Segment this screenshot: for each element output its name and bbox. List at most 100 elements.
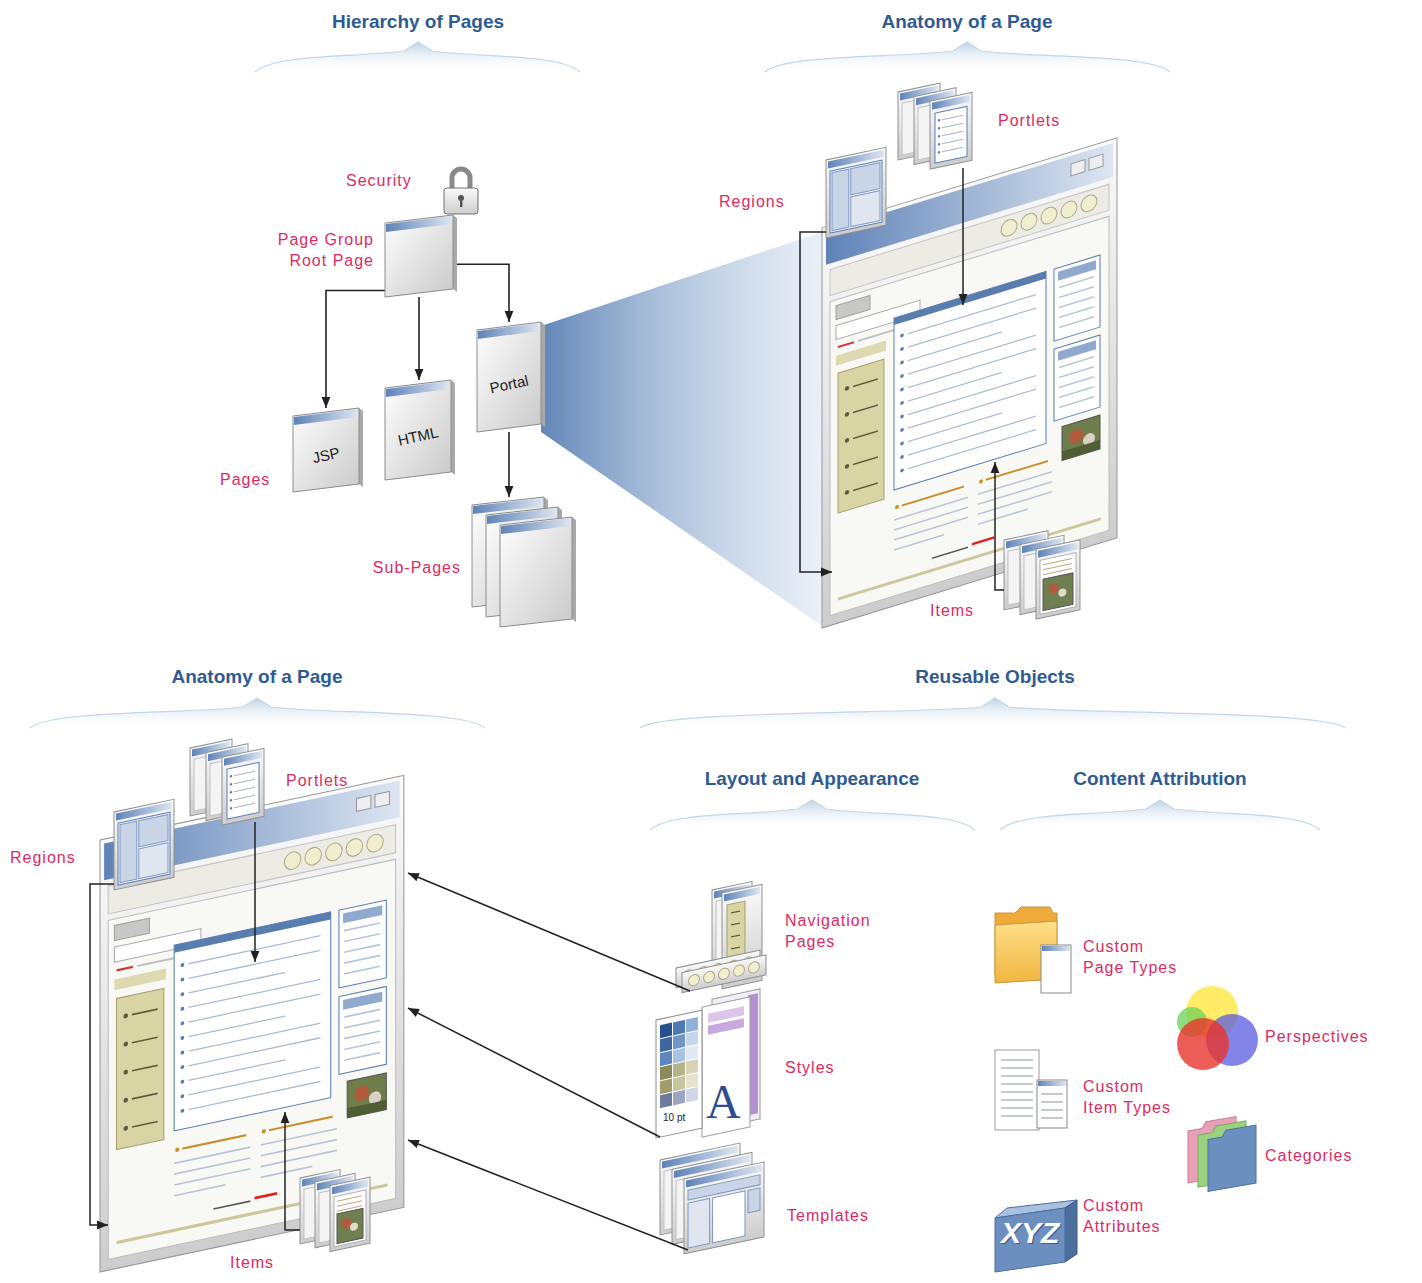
text-line bbox=[189, 1067, 321, 1095]
portlets-icon bbox=[898, 76, 972, 176]
security-lock bbox=[444, 169, 478, 214]
text-line bbox=[189, 1023, 321, 1051]
block-front bbox=[995, 1208, 1065, 1272]
text-line bbox=[942, 131, 963, 135]
heading-brace bbox=[255, 42, 580, 72]
text-line bbox=[894, 535, 944, 550]
accent-line bbox=[255, 1193, 278, 1198]
text-line bbox=[1059, 297, 1094, 308]
text-line bbox=[1001, 1115, 1033, 1116]
bullet bbox=[230, 775, 233, 778]
text-line bbox=[932, 547, 968, 558]
page-edge bbox=[451, 380, 455, 475]
text-line bbox=[189, 1082, 321, 1110]
page-box: HTML bbox=[385, 380, 451, 480]
region-pane bbox=[139, 815, 168, 847]
window-button bbox=[375, 791, 389, 807]
region-pane bbox=[851, 163, 880, 195]
text-line bbox=[1059, 357, 1094, 368]
part-label: Regions bbox=[719, 191, 785, 212]
region-pane bbox=[832, 169, 849, 231]
text-line bbox=[344, 955, 380, 963]
window-button bbox=[356, 795, 370, 811]
leader-arrow bbox=[90, 884, 114, 1225]
mini-window bbox=[1036, 540, 1080, 619]
text-line bbox=[234, 787, 255, 791]
text-line bbox=[1059, 387, 1094, 398]
item-card bbox=[334, 1190, 366, 1247]
bullet bbox=[181, 1079, 185, 1084]
side-portlet bbox=[339, 986, 386, 1074]
keyhole bbox=[460, 199, 462, 207]
bullet bbox=[181, 1109, 185, 1114]
font-size-sample: 10 pt bbox=[663, 1112, 685, 1124]
leader-arrow bbox=[254, 822, 256, 962]
text-line bbox=[1001, 1075, 1033, 1076]
heading-brace bbox=[30, 698, 485, 728]
bullet bbox=[181, 963, 185, 968]
text-line bbox=[731, 911, 740, 913]
bullet bbox=[845, 437, 849, 443]
mini-window bbox=[114, 799, 174, 890]
node-label: Page Group Root Page bbox=[270, 229, 374, 271]
text-line bbox=[1059, 367, 1094, 378]
accent-line bbox=[838, 342, 854, 347]
bullet bbox=[900, 401, 904, 406]
text-line bbox=[853, 405, 878, 413]
mini-window bbox=[826, 147, 886, 238]
page-illustration bbox=[100, 775, 404, 1272]
page-title-bar bbox=[386, 216, 452, 232]
photo bbox=[1062, 415, 1100, 461]
region-pane bbox=[139, 843, 168, 879]
text-line bbox=[344, 1053, 380, 1061]
bullet bbox=[900, 333, 904, 338]
palette-swatch bbox=[660, 1051, 672, 1067]
toolbar-button bbox=[326, 841, 342, 862]
palette-swatch bbox=[673, 1090, 685, 1106]
page-shape bbox=[385, 380, 451, 480]
heading-line bbox=[902, 487, 964, 506]
attribute-block-text: XYZ bbox=[1001, 1216, 1059, 1250]
text-line bbox=[132, 1009, 158, 1014]
page-sheet bbox=[1041, 945, 1071, 993]
section-heading: Reusable Objects bbox=[915, 665, 1074, 689]
text-line bbox=[731, 923, 740, 925]
text-line bbox=[853, 483, 878, 491]
bullet bbox=[938, 143, 941, 146]
toolbar-button bbox=[1041, 205, 1057, 226]
text-line bbox=[189, 1038, 321, 1066]
page-drawing bbox=[472, 497, 572, 627]
text-line bbox=[853, 457, 878, 465]
bullet bbox=[900, 428, 904, 433]
item-card bbox=[1040, 553, 1076, 615]
navigation-button bbox=[704, 970, 715, 983]
mini-portlet bbox=[227, 762, 259, 819]
text-line bbox=[853, 431, 878, 439]
text-line bbox=[731, 935, 740, 937]
page-sheet-bar bbox=[1042, 946, 1070, 951]
hierarchy-arrow bbox=[508, 432, 510, 497]
text-line bbox=[344, 1009, 380, 1017]
banner-strip bbox=[114, 969, 166, 991]
heading-brace-edge bbox=[30, 698, 485, 728]
toolbar-button bbox=[367, 833, 383, 854]
navigation-bar-icon bbox=[676, 949, 766, 994]
custom-page-types-icon bbox=[995, 907, 1071, 993]
text-line bbox=[894, 497, 968, 520]
navigation-button bbox=[749, 961, 760, 974]
text-line bbox=[213, 1201, 250, 1209]
text-line bbox=[894, 517, 968, 540]
part-label: Portlets bbox=[998, 110, 1060, 131]
page-box: JSP bbox=[293, 408, 359, 492]
tab bbox=[836, 295, 870, 319]
heading-brace-edge bbox=[1000, 800, 1320, 830]
text-line bbox=[1059, 377, 1094, 388]
text-line bbox=[908, 413, 1002, 442]
text-line bbox=[344, 934, 380, 942]
document-sheet bbox=[995, 1050, 1039, 1130]
palette-swatch bbox=[686, 1031, 698, 1047]
palette-swatch bbox=[686, 1017, 698, 1033]
bullet bbox=[123, 1125, 128, 1131]
window-button bbox=[1089, 154, 1103, 170]
text-line bbox=[894, 507, 968, 530]
